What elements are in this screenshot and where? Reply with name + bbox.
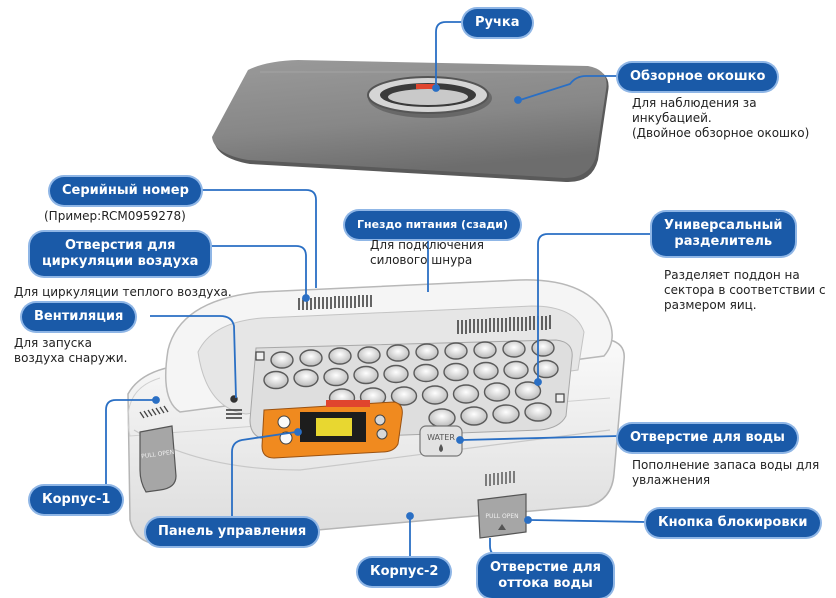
label-drain-hole-line1: Отверстие для — [490, 560, 601, 575]
desc-power-socket-line1: Для подключения — [370, 238, 484, 252]
label-universal-divider: Универсальный разделитель — [652, 212, 795, 256]
lid-handle — [367, 76, 492, 118]
desc-water: Пополнение запаса воды для увлажнения — [632, 458, 819, 488]
label-drain-hole-line2: оттока воды — [498, 576, 593, 591]
desc-ventilation: Для запуска воздуха снаружи. — [14, 336, 127, 366]
label-serial-number: Серийный номер — [50, 177, 201, 205]
desc-viewing-window-line3: (Двойное обзорное окошко) — [632, 126, 810, 140]
label-viewing-window: Обзорное окошко — [618, 63, 778, 91]
desc-circulation: Для циркуляции теплого воздуха. — [14, 285, 232, 299]
desc-viewing-window-line1: Для наблюдения за — [632, 96, 757, 110]
label-control-panel: Панель управления — [146, 518, 319, 546]
desc-power-socket: Для подключения силового шнура — [370, 238, 484, 268]
desc-ventilation-line2: воздуха снаружи. — [14, 351, 128, 365]
desc-viewing-window: Для наблюдения за инкубацией. (Двойное о… — [632, 96, 809, 141]
label-body-2: Корпус-2 — [358, 558, 451, 586]
desc-power-socket-line2: силового шнура — [370, 253, 473, 267]
lid — [212, 60, 609, 183]
label-circulation-holes-line1: Отверстия для — [64, 238, 176, 253]
label-universal-divider-line2: разделитель — [674, 234, 773, 249]
label-ventilation: Вентиляция — [22, 303, 136, 331]
desc-water-line1: Пополнение запаса воды для — [632, 458, 820, 472]
desc-divider-line3: размером яиц. — [664, 298, 757, 312]
leader-lines — [105, 21, 652, 557]
label-water-hole: Отверстие для воды — [618, 424, 797, 452]
side-vents-right — [485, 471, 515, 486]
side-vents-left — [139, 405, 169, 419]
desc-serial-example: (Пример:RCM0959278) — [44, 209, 186, 223]
desc-viewing-window-line2: инкубацией. — [632, 111, 712, 125]
label-lock-button: Кнопка блокировки — [646, 509, 820, 537]
lock-button-left: PULL OPEN — [139, 425, 177, 493]
water-port: WATER — [419, 425, 463, 457]
desc-divider: Разделяет поддон на сектора в соответств… — [664, 268, 826, 313]
lock-button-right: PULL OPEN — [477, 493, 527, 539]
label-handle: Ручка — [463, 9, 532, 37]
water-port-text: WATER — [427, 433, 455, 442]
label-circulation-holes-line2: циркуляции воздуха — [42, 254, 199, 269]
desc-divider-line2: сектора в соответствии с — [664, 283, 826, 297]
label-power-socket: Гнездо питания (сзади) — [345, 211, 521, 239]
label-circulation-holes: Отверстия для циркуляции воздуха — [30, 232, 211, 276]
label-universal-divider-line1: Универсальный — [664, 218, 783, 233]
label-drain-hole: Отверстие для оттока воды — [478, 554, 613, 598]
label-body-1: Корпус-1 — [30, 486, 123, 514]
tray-divider — [255, 351, 565, 403]
lock-right-text: PULL OPEN — [485, 513, 518, 520]
circulation-vents-left — [298, 295, 372, 310]
control-panel — [261, 400, 403, 459]
egg-cups — [263, 339, 559, 428]
desc-water-line2: увлажнения — [632, 473, 711, 487]
lock-left-text: PULL OPEN — [141, 449, 175, 461]
desc-divider-line1: Разделяет поддон на — [664, 268, 800, 282]
desc-ventilation-line1: Для запуска — [14, 336, 92, 350]
